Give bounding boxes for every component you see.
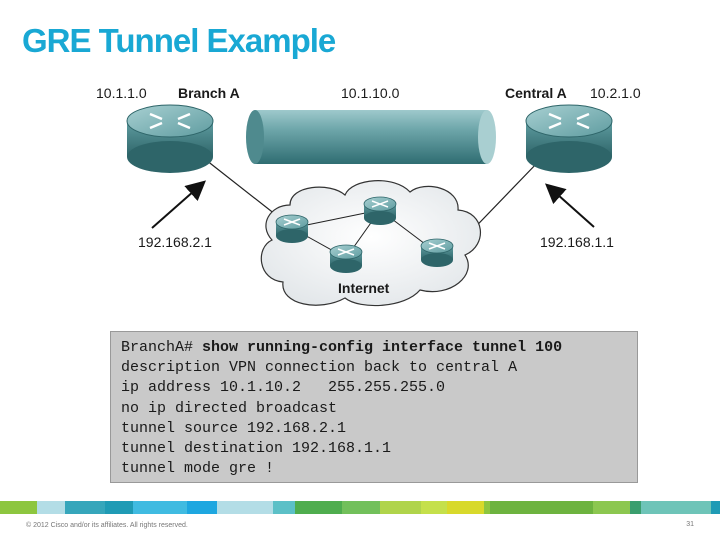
footer-stripe-segment	[446, 501, 485, 514]
internet-router-2-icon	[363, 196, 397, 225]
footer-stripe-segment	[379, 501, 421, 514]
footer-stripe-segment	[132, 501, 187, 514]
footer-stripe-segment	[273, 501, 296, 514]
tunnel-network-label: 10.1.10.0	[341, 85, 400, 101]
gre-tunnel-tube	[246, 110, 496, 164]
config-line: tunnel mode gre !	[121, 460, 275, 478]
footer-stripe-segment	[342, 501, 380, 514]
left-ip-label: 192.168.2.1	[138, 234, 212, 250]
footer-color-stripe	[0, 501, 720, 514]
central-a-label: Central A	[505, 85, 567, 101]
config-line: tunnel destination 192.168.1.1	[121, 440, 392, 458]
footer-stripe-segment	[104, 501, 133, 514]
config-line: description VPN connection back to centr…	[121, 359, 518, 377]
footer-stripe-segment	[484, 501, 490, 514]
internet-label: Internet	[338, 280, 390, 296]
right-ip-arrow	[545, 183, 595, 228]
internet-router-4-icon	[420, 238, 454, 267]
branch-a-label: Branch A	[178, 85, 240, 101]
copyright-text: © 2012 Cisco and/or its affiliates. All …	[26, 522, 188, 529]
cli-config-box: BranchA# show running-config interface t…	[110, 331, 638, 483]
footer-stripe-segment	[710, 501, 720, 514]
cli-prompt: BranchA#	[121, 339, 203, 356]
central-a-router-icon	[525, 104, 613, 173]
branch-a-router-icon	[126, 104, 214, 173]
page-number: 31	[686, 521, 694, 528]
footer-stripe-segment	[37, 501, 66, 514]
internet-router-3-icon	[329, 244, 363, 273]
config-line: ip address 10.1.10.2 255.255.255.0	[121, 379, 446, 397]
config-line: no ip directed broadcast	[121, 399, 338, 417]
cli-command-line: BranchA# show running-config interface t…	[121, 338, 637, 358]
footer-stripe-segment	[630, 501, 642, 514]
config-line: tunnel source 192.168.2.1	[121, 419, 347, 437]
page-title: GRE Tunnel Example	[22, 22, 336, 59]
cli-command: show running-config interface tunnel 100	[202, 339, 563, 356]
footer-stripe-segment	[592, 501, 631, 514]
right-network-label: 10.2.1.0	[590, 85, 641, 101]
footer-stripe-segment	[0, 501, 38, 514]
footer-stripe-segment	[295, 501, 343, 514]
footer-stripe-segment	[641, 501, 711, 514]
footer-stripe-segment	[489, 501, 593, 514]
footer-stripe-segment	[216, 501, 274, 514]
left-ip-arrow	[151, 180, 206, 229]
footer-stripe-segment	[65, 501, 105, 514]
right-ip-label: 192.168.1.1	[540, 234, 614, 250]
gre-network-diagram: 10.1.1.0 Branch A 10.1.10.0 Central A 10…	[96, 85, 641, 307]
footer-stripe-segment	[420, 501, 447, 514]
internet-router-1-icon	[275, 214, 309, 243]
footer-stripe-segment	[187, 501, 217, 514]
left-network-label: 10.1.1.0	[96, 85, 147, 101]
